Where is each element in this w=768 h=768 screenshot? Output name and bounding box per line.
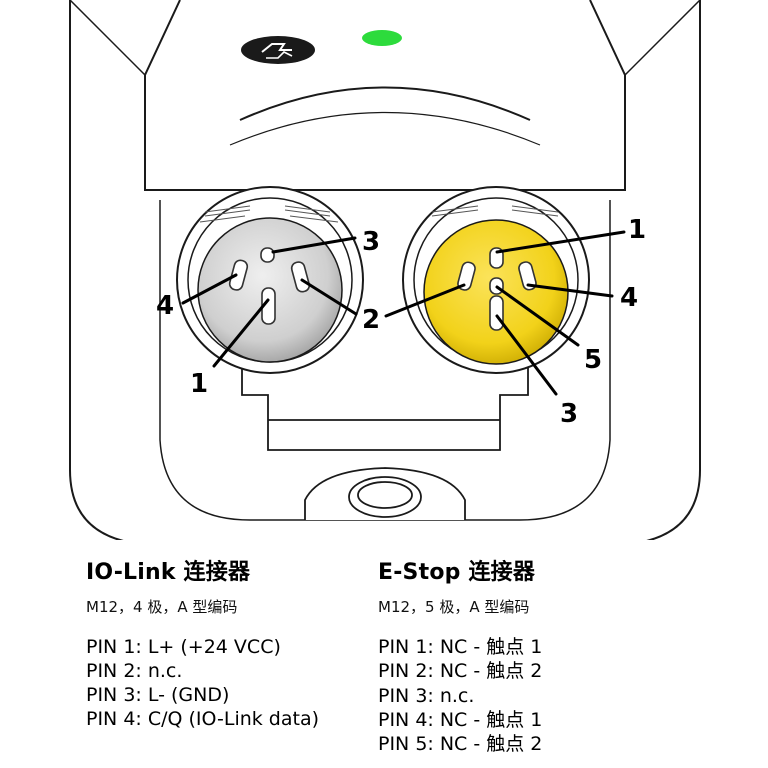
- device-connector-diagram: 3 4 2 1 1 4 5 3: [69, 0, 701, 540]
- logo-badge-icon: [241, 36, 315, 64]
- iolink-connector-info: IO-Link 连接器 M12，4 极，A 型编码 PIN 1: L+ (+24…: [86, 558, 319, 731]
- estop-pin-5: PIN 5: NC - 触点 2: [378, 733, 543, 756]
- estop-pin-3: PIN 3: n.c.: [378, 684, 475, 707]
- estop-connector-title: E-Stop 连接器: [378, 560, 536, 585]
- iolink-pin-2: PIN 2: n.c.: [86, 660, 183, 682]
- iolink-callout-3: 3: [362, 227, 380, 257]
- iolink-callout-4: 4: [156, 291, 174, 321]
- estop-callout-4: 4: [620, 283, 638, 313]
- estop-callout-5: 5: [584, 345, 602, 375]
- iolink-connector-title: IO-Link 连接器: [86, 560, 251, 585]
- iolink-connector: [176, 186, 364, 374]
- iolink-callout-line-2: [300, 278, 358, 316]
- estop-callout-line-2: [384, 283, 466, 318]
- iolink-pin-list: PIN 1: L+ (+24 VCC) PIN 2: n.c. PIN 3: L…: [86, 635, 319, 731]
- estop-callout-line-4: [526, 283, 614, 298]
- iolink-pin-4: PIN 4: C/Q (IO-Link data): [86, 708, 320, 730]
- iolink-pin-1: PIN 1: L+ (+24 VCC): [86, 636, 281, 658]
- iolink-pin-3: PIN 3: L- (GND): [86, 684, 230, 706]
- estop-callout-line-3: [495, 314, 558, 396]
- iolink-callout-2: 2: [362, 305, 380, 335]
- estop-connector-info: E-Stop 连接器 M12，5 极，A 型编码 PIN 1: NC - 触点 …: [378, 558, 542, 756]
- iolink-connector-spec: M12，4 极，A 型编码: [86, 598, 238, 616]
- estop-callout-3: 3: [560, 399, 578, 429]
- device-housing: [69, 0, 701, 540]
- estop-pin-list: PIN 1: NC - 触点 1 PIN 2: NC - 触点 2 PIN 3:…: [378, 635, 542, 756]
- status-led-icon: [362, 30, 402, 46]
- estop-connector-spec: M12，5 极，A 型编码: [378, 598, 530, 616]
- iolink-callout-line-1: [212, 298, 270, 368]
- iolink-callout-line-4: [181, 273, 238, 305]
- estop-connector: [402, 186, 590, 374]
- estop-callout-line-1: [495, 230, 626, 254]
- estop-pin-4: PIN 4: NC - 触点 1: [378, 708, 543, 731]
- estop-pin-1: PIN 1: NC - 触点 1: [378, 636, 543, 658]
- estop-callout-line-5: [495, 285, 580, 347]
- estop-callout-1: 1: [628, 215, 646, 245]
- estop-pin-2: PIN 2: NC - 触点 2: [378, 660, 543, 683]
- mounting-hole-icon: [348, 476, 422, 518]
- iolink-callout-1: 1: [190, 369, 208, 399]
- iolink-callout-line-3: [271, 236, 357, 254]
